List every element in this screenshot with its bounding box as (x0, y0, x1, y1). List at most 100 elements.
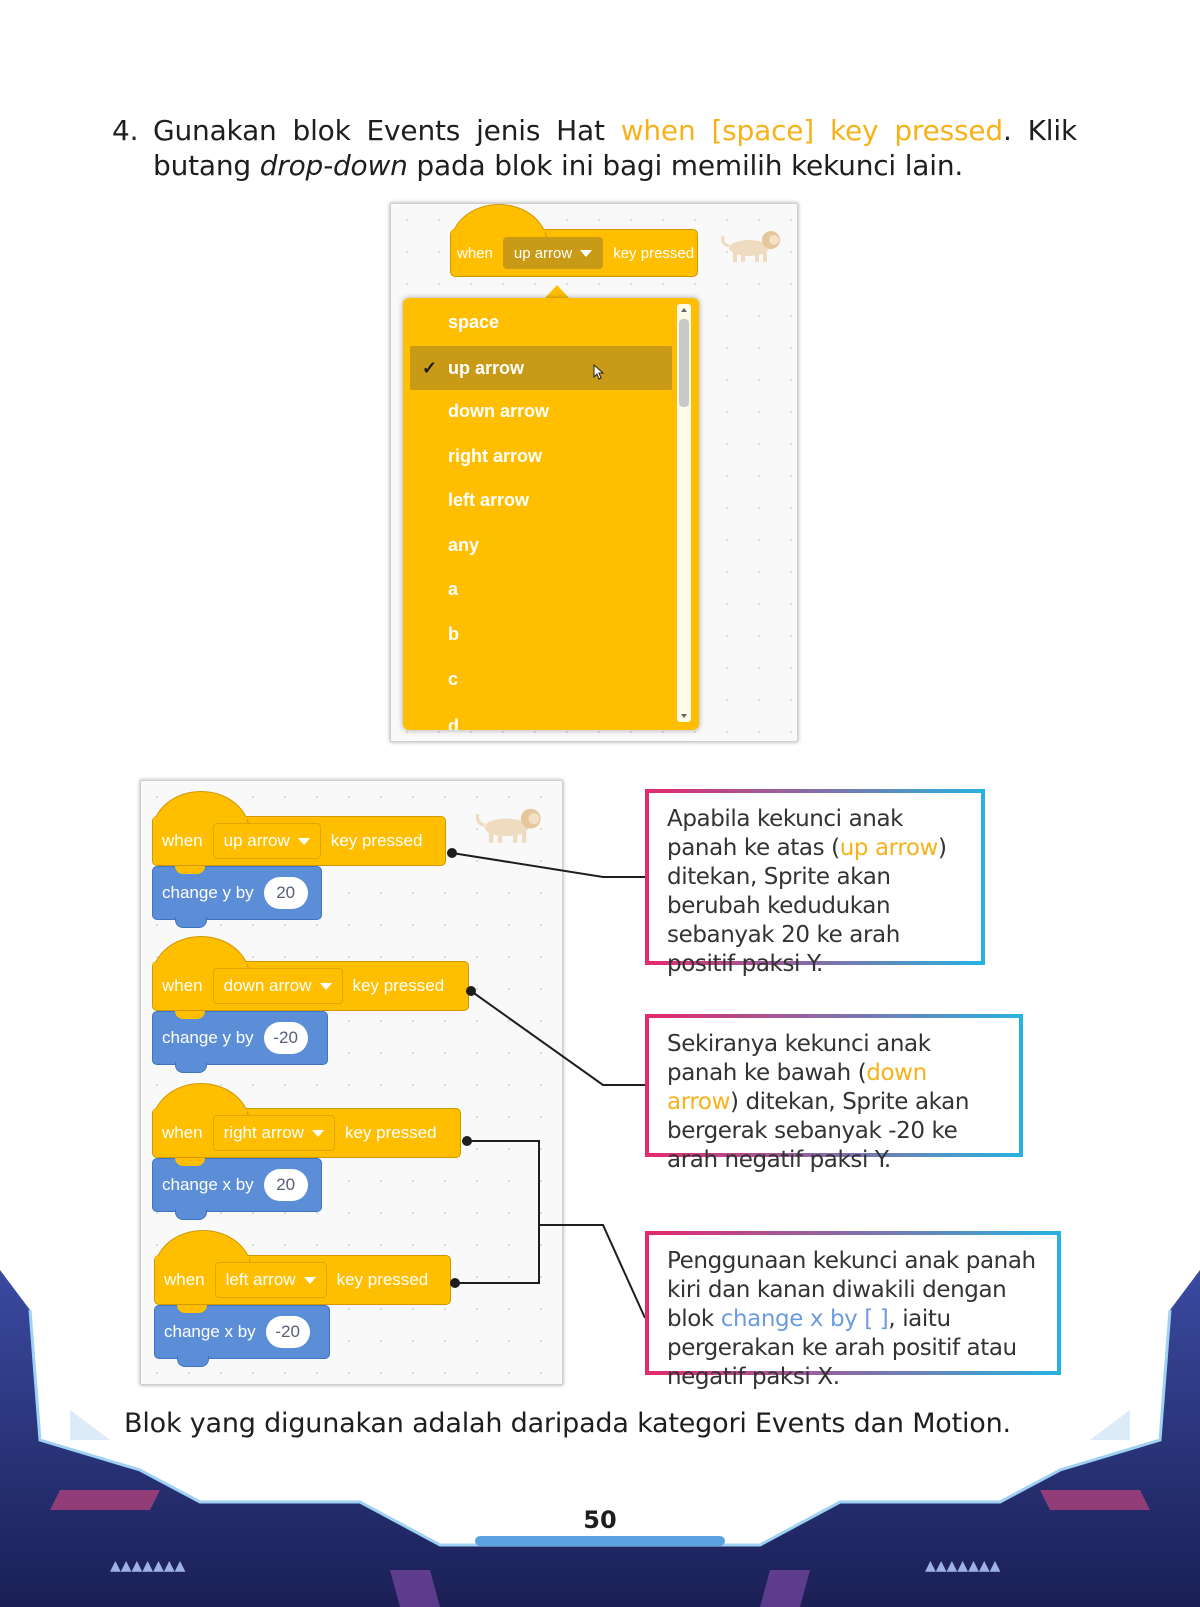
menu-item-down-arrow[interactable]: down arrow (403, 389, 670, 433)
connector-dot (462, 1136, 472, 1146)
chevron-down-icon (580, 249, 593, 257)
callout-text: ) ditekan, Sprite akan bergerak sebanyak… (667, 1089, 970, 1173)
menu-item-label: c (448, 668, 459, 689)
connector-4 (539, 1224, 646, 1319)
key-dropdown-value: up arrow (223, 831, 290, 850)
menu-item-up-arrow[interactable]: ✓ up arrow (410, 346, 672, 390)
change-y-by-block[interactable]: change y by -20 (152, 1011, 328, 1073)
connector-dot (447, 848, 457, 858)
key-dropdown[interactable]: up arrow (502, 237, 604, 269)
chevron-down-icon (297, 837, 310, 845)
change-y-by-block[interactable]: change y by 20 (152, 866, 322, 928)
menu-item-label: up arrow (448, 357, 525, 378)
dropdown-pointer (545, 285, 569, 298)
step-number: 4. (112, 114, 139, 147)
motion-label: change x by (164, 1322, 256, 1341)
callout-down-arrow: Sekiranya kekunci anak panah ke bawah (d… (645, 1014, 1023, 1173)
block-notch (175, 1158, 205, 1166)
key-pressed-label: key pressed (352, 976, 445, 995)
key-dropdown-value: right arrow (223, 1123, 304, 1142)
value-input[interactable]: -20 (265, 1316, 310, 1348)
scrollbar-thumb[interactable] (679, 319, 689, 407)
menu-item-left-arrow[interactable]: left arrow (403, 478, 670, 522)
lion-sprite-icon (475, 808, 541, 843)
value-input[interactable]: 20 (263, 1169, 308, 1201)
key-dropdown-value: down arrow (223, 976, 312, 995)
key-dropdown-menu: space ✓ up arrow down arrow right arrow … (403, 298, 699, 730)
instruction-paragraph: 4. Gunakan blok Events jenis Hat when [s… (112, 113, 1077, 183)
block-notch (177, 1305, 207, 1313)
motion-label: change y by (162, 1028, 254, 1047)
lion-sprite-icon (721, 231, 780, 262)
connector-dot (450, 1278, 460, 1288)
instruction-part: . Klik butang (153, 114, 1077, 182)
block-notch (175, 1011, 205, 1019)
chevron-down-icon (319, 982, 332, 990)
callout-highlight: down arrow (667, 1060, 927, 1115)
instruction-text: Gunakan blok Events jenis Hat when [spac… (153, 113, 1077, 183)
connector-2 (470, 990, 645, 1086)
callout-highlight: up arrow (839, 835, 939, 861)
callout-up-arrow: Apabila kekunci anak panah ke atas (up a… (645, 789, 985, 977)
check-icon: ✓ (422, 357, 438, 378)
menu-item-label: right arrow (448, 445, 543, 466)
key-pressed-label: key pressed (330, 831, 423, 850)
change-x-by-block[interactable]: change x by 20 (152, 1158, 322, 1220)
callout-text: , iaitu pergerakan ke arah positif atau … (667, 1306, 1017, 1390)
menu-item-any[interactable]: any (403, 523, 670, 567)
callout-highlight: change x by [ ] (720, 1306, 889, 1332)
menu-item-a[interactable]: a (403, 567, 670, 611)
scroll-down-icon[interactable] (681, 714, 687, 718)
key-pressed-label: key pressed (344, 1123, 437, 1142)
when-label: when (162, 976, 203, 995)
block-tab (175, 1062, 207, 1073)
when-key-pressed-hat-block[interactable]: when up arrow key pressed (450, 204, 698, 277)
highlight-block-name: when [space] key pressed (620, 114, 1004, 147)
callout-left-right-arrow: Penggunaan kekunci anak panah kiri dan k… (645, 1231, 1061, 1390)
menu-scrollbar[interactable] (677, 304, 691, 722)
key-dropdown-value: left arrow (225, 1270, 296, 1289)
menu-item-right-arrow[interactable]: right arrow (403, 434, 670, 478)
key-pressed-label: key pressed (613, 244, 695, 262)
menu-item-label: any (448, 534, 480, 555)
menu-item-d[interactable]: d (403, 704, 670, 731)
when-label: when (164, 1270, 205, 1289)
menu-item-c[interactable]: c (403, 657, 670, 701)
callout-text: Penggunaan kekunci anak panah kiri dan k… (667, 1248, 1036, 1332)
page-number: 50 (583, 1506, 617, 1534)
key-dropdown[interactable]: down arrow (212, 968, 343, 1004)
callout-text: Sekiranya kekunci anak panah ke bawah ( (667, 1031, 931, 1086)
key-dropdown[interactable]: up arrow (212, 823, 321, 859)
italic-term: drop-down (259, 149, 408, 182)
motion-label: change y by (162, 883, 254, 902)
motion-label: change x by (162, 1175, 254, 1194)
key-pressed-label: key pressed (336, 1270, 429, 1289)
chevron-down-icon (311, 1129, 324, 1137)
block-tab (177, 1356, 209, 1367)
menu-item-label: space (448, 311, 500, 332)
change-x-by-block[interactable]: change x by -20 (154, 1305, 330, 1367)
menu-item-label: left arrow (448, 489, 530, 510)
scroll-up-icon[interactable] (681, 308, 687, 312)
menu-item-label: d (448, 715, 459, 731)
svg-text:▲▲▲▲▲▲▲: ▲▲▲▲▲▲▲ (110, 1558, 186, 1574)
decorative-footer-frame: ▲▲▲▲▲▲▲ ▲▲▲▲▲▲▲ (0, 1270, 1200, 1607)
menu-item-b[interactable]: b (403, 612, 670, 656)
svg-text:▲▲▲▲▲▲▲: ▲▲▲▲▲▲▲ (925, 1558, 1001, 1574)
block-tab (175, 917, 207, 928)
key-dropdown-value: up arrow (513, 244, 573, 262)
callout-text: Apabila kekunci anak panah ke atas ( (667, 806, 904, 861)
key-dropdown[interactable]: right arrow (212, 1115, 335, 1151)
mouse-cursor-icon (593, 364, 605, 380)
value-input[interactable]: -20 (263, 1022, 308, 1054)
key-dropdown[interactable]: left arrow (214, 1262, 327, 1298)
connector-1 (451, 852, 645, 878)
value-input[interactable]: 20 (263, 877, 308, 909)
menu-item-space[interactable]: space (403, 300, 670, 344)
when-label: when (162, 1123, 203, 1142)
when-label: when (457, 244, 493, 262)
block-tab (175, 1209, 207, 1220)
when-right-arrow-pressed-block[interactable]: when right arrow key pressed (152, 1083, 461, 1158)
menu-item-label: down arrow (448, 400, 550, 421)
